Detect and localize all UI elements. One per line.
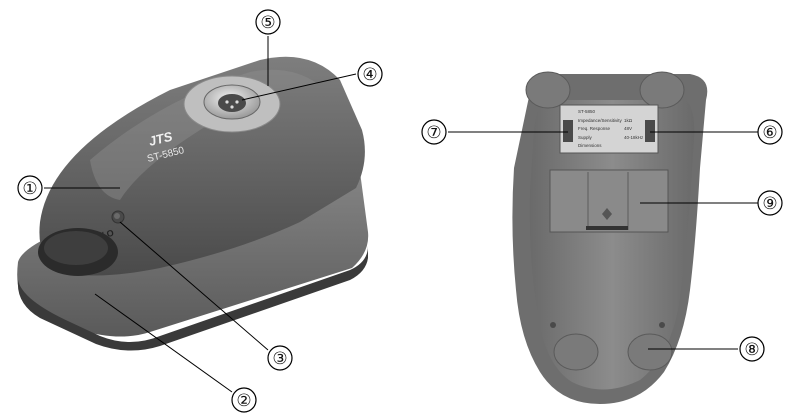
rubber-foot [553,333,599,371]
label-line: ST-5850 [578,109,596,114]
label-value: 48V [624,126,632,131]
callout-3: ③ [267,345,293,371]
svg-text:⑥: ⑥ [762,123,777,142]
front-view: JTS ST-5850 I / O [17,56,369,351]
svg-text:⑧: ⑧ [744,340,759,359]
callout-4: ④ [357,61,383,87]
on-off-switch-cap [114,213,120,219]
body-highlight [90,69,318,200]
callout-9: ⑨ [757,190,783,216]
rear-view: ST-5850 Impedance/Sensitivity Freq. Resp… [512,71,708,404]
rubber-foot [525,71,571,109]
leader-line-2 [94,293,233,393]
callout-5: ⑤ [255,9,281,35]
label-value: 40-18kHz [624,135,644,140]
spec-label [559,104,659,154]
label-line: Impedance/Sensitivity [578,118,623,123]
screw-icon [659,322,665,328]
label-left [563,120,573,142]
compartment-latch [586,226,628,230]
label-line: Dimensions [578,143,602,148]
rubber-foot [639,71,685,109]
label-line: Supply [578,135,593,140]
label-value: 1kΩ [624,118,633,123]
label-line: Freq. Response [578,126,611,131]
xlr-pin [235,100,239,104]
label-right [645,120,655,142]
callouts: ① ② ③ ④ ⑤ ⑥ ⑦ ⑧ [17,9,783,413]
callout-8: ⑧ [739,336,765,362]
callout-2: ② [231,387,257,413]
svg-text:④: ④ [362,65,377,84]
svg-text:⑦: ⑦ [426,123,441,142]
svg-text:⑤: ⑤ [260,13,275,32]
bottom-edge [17,246,368,351]
mute-button-top [44,231,108,265]
xlr-pin [225,100,229,104]
leader-line-4 [241,73,357,101]
rubber-foot [627,333,673,371]
callout-7: ⑦ [421,119,447,145]
callout-6: ⑥ [757,119,783,145]
brand-logo: JTS [147,129,174,149]
svg-text:③: ③ [272,349,287,368]
leader-line-3 [119,221,269,351]
xlr-socket-hole [218,94,246,112]
latch-arrow-icon [602,208,612,220]
battery-compartment[interactable] [549,169,669,233]
screw-icon [550,322,556,328]
svg-text:①: ① [22,179,37,198]
xlr-pin [230,105,234,109]
leader-lines [44,36,758,393]
callout-1: ① [17,175,43,201]
svg-text:②: ② [236,391,251,410]
svg-text:⑨: ⑨ [762,194,777,213]
